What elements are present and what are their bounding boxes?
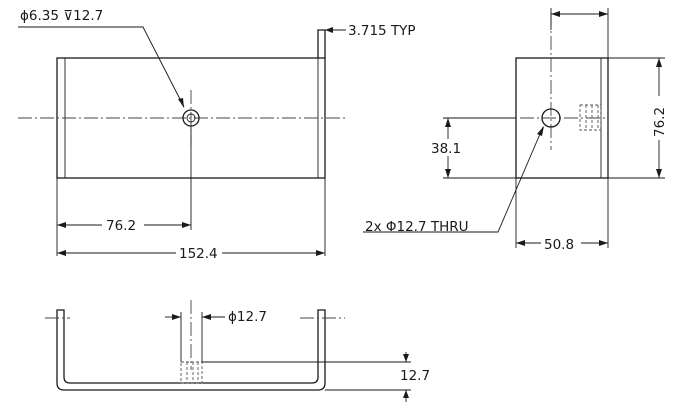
front-hole-position-dim: 76.2 (106, 218, 136, 234)
bottom-hidden-hole (180, 361, 203, 384)
dim-arrow (656, 58, 662, 67)
thru-holes-leader (363, 126, 544, 233)
thru-holes-arrow (537, 126, 544, 136)
dim-arrow (57, 250, 66, 256)
channel-profile (56, 309, 326, 391)
bottom-view: ϕ12.7 12.7 (45, 300, 430, 402)
hole-callout-arrow (178, 98, 184, 108)
dim-arrow (445, 169, 451, 178)
hole-callout-leader (18, 26, 185, 108)
front-hole-inner (186, 113, 196, 123)
hole-callout-text: ϕ6.35 ⊽12.7 (20, 8, 103, 24)
front-overall-width-dim: 152.4 (179, 246, 218, 262)
side-hidden-hole (579, 104, 602, 131)
dim-arrow (551, 11, 560, 17)
dim-arrow (445, 118, 451, 127)
front-right-flange-top (317, 29, 326, 58)
dim-label-bg (428, 139, 468, 156)
dim-arrow (182, 222, 191, 228)
dim-arrow (599, 11, 608, 17)
dim-arrow (172, 314, 181, 320)
dim-arrow (656, 169, 662, 178)
dim-arrow (403, 354, 409, 362)
dim-arrow (316, 250, 325, 256)
dim-label-bg (541, 235, 581, 252)
dim-arrow (403, 390, 409, 398)
dim-arrow (202, 314, 211, 320)
flange-thickness-text: 3.715 TYP (348, 23, 416, 39)
dim-label-bg (176, 244, 222, 261)
side-view: 76.2 38.1 2x Φ12.7 THRU 50.8 (363, 8, 668, 253)
bottom-hole-diameter-dim: ϕ12.7 (228, 309, 267, 325)
dim-label-bg (102, 216, 144, 233)
side-height-dim: 76.2 (652, 107, 668, 137)
dim-arrow (57, 222, 66, 228)
dim-label-bg (650, 96, 668, 140)
thru-holes-text: 2x Φ12.7 THRU (365, 219, 469, 235)
bottom-height-dim: 12.7 (400, 368, 430, 384)
dim-arrow (599, 240, 608, 246)
dim-arrow (516, 240, 525, 246)
side-hole (541, 108, 561, 128)
front-view: ϕ6.35 ⊽12.7 3.715 TYP 76.2 152.4 (18, 8, 416, 262)
flange-thickness-arrow (325, 27, 333, 33)
side-hole-height-dim: 38.1 (431, 141, 461, 157)
side-depth-dim: 50.8 (544, 237, 574, 253)
